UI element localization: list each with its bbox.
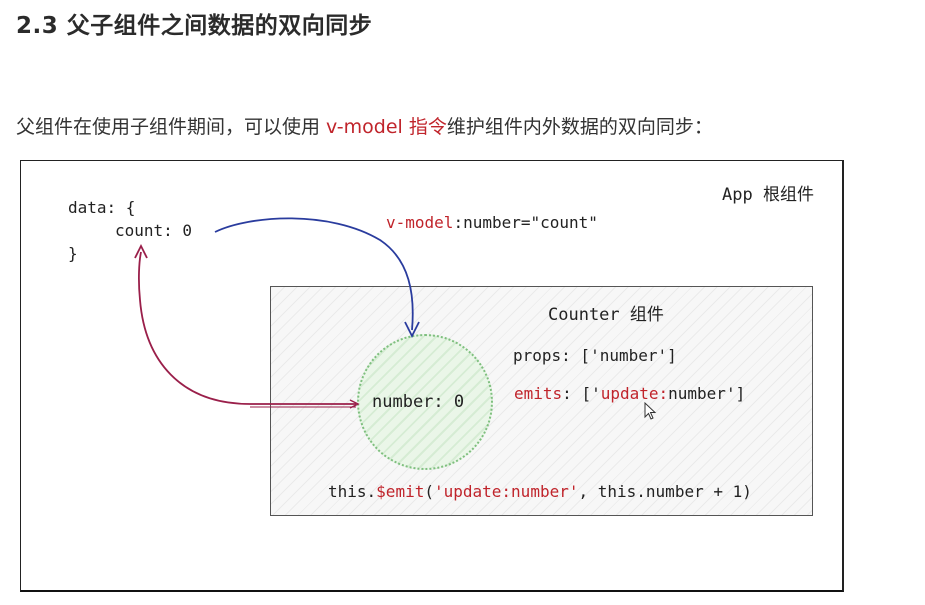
section-heading: 2.3 父子组件之间数据的双向同步 [16,13,373,39]
intro-highlight: v-model 指令 [326,116,447,138]
intro-before: 父组件在使用子组件期间，可以使用 [16,116,327,138]
emits-event-prefix: update: [600,384,669,403]
app-root-label: App 根组件 [722,185,814,205]
v-model-binding: v-model:number="count" [386,213,598,232]
emit-this: this. [328,482,377,501]
emit-rest: , this.number + 1) [578,482,752,501]
emits-sep: : [' [562,384,601,403]
emit-method: $emit [376,482,425,501]
emits-line: emits: ['update:number'] [514,384,745,403]
v-model-rest: :number="count" [453,213,598,232]
emit-event: 'update:number' [433,482,579,501]
v-model-directive: v-model [386,213,454,232]
data-open-line: data: { [68,198,136,217]
emit-call-line: this.$emit('update:number', this.number … [328,482,752,501]
counter-component-label: Counter 组件 [548,305,664,325]
intro-text: 父组件在使用子组件期间，可以使用 v-model 指令维护组件内外数据的双向同步… [16,112,713,139]
number-prop-circle [357,334,493,470]
count-line: count: 0 [115,221,193,240]
emit-open: ( [424,482,434,501]
emits-key: emits [514,384,563,403]
emits-event-name: number [668,384,726,403]
props-line: props: ['number'] [513,346,677,365]
data-close-line: } [68,244,78,263]
number-label: number: 0 [372,392,465,412]
emits-end: '] [725,384,746,403]
intro-after: 维护组件内外数据的双向同步： [446,116,713,138]
